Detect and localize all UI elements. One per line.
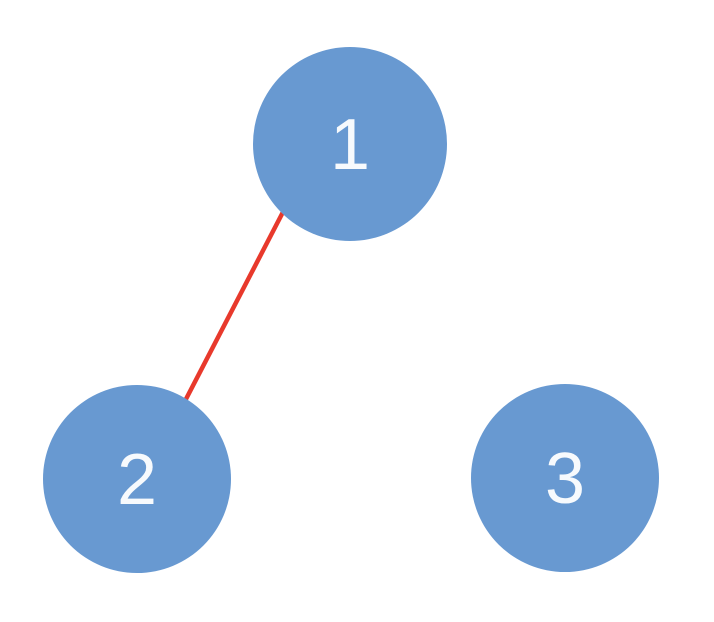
graph-node-3[interactable]: 3 [471,384,659,572]
node-circle-1[interactable] [253,47,447,241]
graph-node-1[interactable]: 1 [253,47,447,241]
node-circle-3[interactable] [471,384,659,572]
graph-node-2[interactable]: 2 [43,385,231,573]
graph-edge-1-2[interactable] [183,210,285,403]
node-circle-2[interactable] [43,385,231,573]
